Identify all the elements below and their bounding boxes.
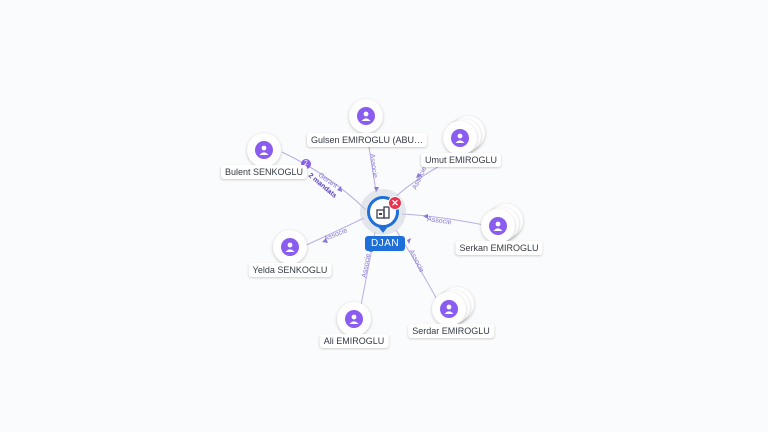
person-icon	[357, 107, 375, 125]
person-avatar	[247, 133, 281, 167]
person-icon	[255, 141, 273, 159]
mandats-count-badge[interactable]: 2	[301, 159, 311, 169]
person-name-gulsen[interactable]: Gulsen EMIROGLU (ABU…	[306, 133, 428, 147]
person-avatar	[481, 209, 515, 243]
edge-yelda	[301, 217, 365, 248]
arrow-serdar	[407, 238, 411, 244]
person-icon	[489, 217, 507, 235]
person-node-serkan[interactable]	[481, 204, 523, 249]
person-node-gulsen[interactable]	[349, 99, 389, 139]
edge-serkan	[401, 213, 490, 227]
arrow-serkan	[423, 214, 428, 219]
edge-label-umut: Associe	[411, 166, 428, 191]
edge-label-gulsen: Associe	[368, 153, 378, 178]
person-node-bulent[interactable]	[247, 133, 287, 173]
edge-label-serdar: Associe	[407, 249, 425, 274]
person-icon	[451, 129, 469, 147]
person-icon	[440, 300, 458, 318]
person-name-serdar[interactable]: Serdar EMIROGLU	[408, 324, 494, 338]
person-avatar	[349, 99, 383, 133]
company-icon	[376, 206, 390, 219]
person-name-serkan[interactable]: Serkan EMIROGLU	[455, 241, 543, 255]
person-icon	[345, 310, 363, 328]
edge-label-yelda: Associe	[323, 227, 348, 243]
company-name-label[interactable]: DJAN	[365, 236, 406, 251]
edge-bulent	[281, 151, 367, 211]
person-node-serdar[interactable]	[432, 287, 474, 332]
person-name-yelda[interactable]: Yelda SENKOGLU	[248, 263, 332, 277]
person-node-umut[interactable]	[443, 116, 485, 161]
person-avatar	[273, 230, 307, 264]
company-node-djan[interactable]	[367, 196, 399, 228]
person-avatar	[443, 121, 477, 155]
arrow-yelda	[322, 238, 328, 243]
close-icon[interactable]: ✕	[388, 196, 402, 210]
edge-label-serkan: Associe	[427, 216, 452, 226]
person-name-umut[interactable]: Umut EMIROGLU	[420, 153, 502, 167]
person-node-yelda[interactable]	[273, 230, 313, 270]
person-node-ali[interactable]	[337, 302, 377, 342]
center-node-pin-tip	[376, 224, 390, 233]
person-avatar	[432, 292, 466, 326]
arrow-umut	[416, 173, 422, 178]
person-name-ali[interactable]: Ali EMIROGLU	[319, 334, 389, 348]
person-name-bulent[interactable]: Bulent SENKOGLU	[220, 165, 308, 179]
arrow-gulsen	[374, 187, 379, 192]
person-icon	[281, 238, 299, 256]
edge-label-ali: Associe	[361, 253, 372, 278]
person-avatar	[337, 302, 371, 336]
arrow-bulent	[337, 186, 342, 192]
